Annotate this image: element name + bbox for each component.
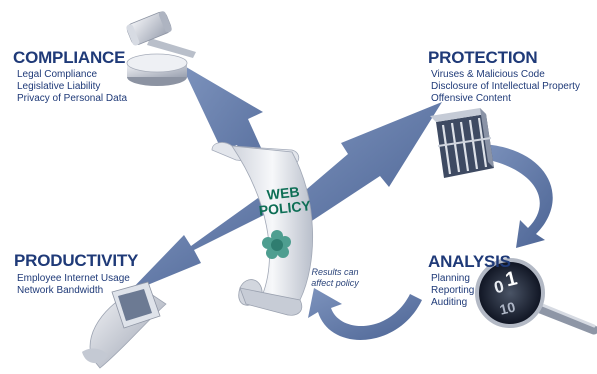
arrow-to-protection	[280, 102, 442, 230]
productivity-item: Network Bandwidth	[17, 285, 104, 296]
analysis-item: Reporting	[431, 285, 475, 296]
arrow-protection-to-analysis	[478, 144, 553, 248]
policy-emblem-icon	[262, 230, 291, 259]
productivity-title: PRODUCTIVITY	[14, 251, 139, 270]
feedback-note-line-2: affect policy	[311, 278, 359, 288]
gavel-icon	[126, 11, 196, 86]
compliance-item: Privacy of Personal Data	[17, 93, 128, 104]
analysis-item: Auditing	[431, 297, 468, 308]
productivity-items: Employee Internet Usage Network Bandwidt…	[17, 273, 130, 297]
protection-item: Disclosure of Intellectual Property	[431, 81, 580, 92]
jail-cell-icon	[430, 108, 494, 178]
protection-items: Viruses & Malicious Code Disclosure of I…	[431, 69, 580, 105]
feedback-note: Results can affect policy	[302, 267, 368, 289]
compliance-items: Legal Compliance Legislative Liability P…	[17, 69, 127, 105]
arrow-analysis-to-policy	[308, 288, 422, 340]
compliance-item: Legislative Liability	[17, 81, 101, 92]
scroll-icon	[211, 142, 314, 316]
analysis-item: Planning	[431, 273, 470, 284]
computer-terminal-icon	[82, 281, 167, 369]
arrow-to-productivity	[128, 198, 268, 293]
protection-title: PROTECTION	[428, 48, 538, 67]
svg-text:0: 0	[492, 277, 506, 298]
svg-text:10: 10	[498, 298, 517, 317]
compliance-title: COMPLIANCE	[13, 48, 126, 67]
protection-item: Viruses & Malicious Code	[431, 69, 545, 80]
analysis-items: Planning Reporting Auditing	[431, 273, 474, 309]
analysis-title: ANALYSIS	[428, 252, 511, 271]
feedback-note-line-1: Results can	[311, 267, 359, 277]
svg-text:1: 1	[503, 267, 519, 291]
magnifying-glass-binary-icon: 0 1 10	[475, 258, 597, 335]
compliance-item: Legal Compliance	[17, 69, 98, 80]
productivity-item: Employee Internet Usage	[17, 273, 130, 284]
protection-item: Offensive Content	[431, 93, 511, 104]
